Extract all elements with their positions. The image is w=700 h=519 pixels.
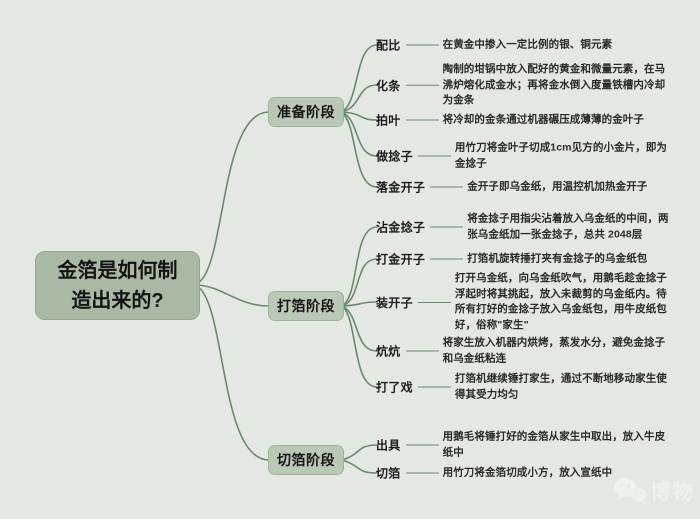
connector-line [341,301,378,307]
watermark-text: 博物 [650,481,694,504]
topic-desc: 在黄金中掺入一定比例的银、铜元素 [442,38,613,51]
topic-row: 落金开子 金开子即乌金纸，用温控机加热金开子 [376,179,672,196]
topic-connector-dash [405,44,439,46]
topic-connector-dash [405,472,439,474]
branch-label: 切箔阶段 [277,452,335,468]
connector-line [197,286,270,461]
topic-connector-dash [417,155,451,157]
topic-row: 做捻子 用竹刀将金叶子切成1cm见方的小金片，即为金捻子 [376,141,672,172]
topic-connector-dash [405,119,439,121]
topic-row: 打了戏 打箔机继续锤打家生，通过不断地移动家生使得其受力均匀 [376,372,672,403]
topic-desc: 陶制的坩锅中放入配好的黄金和微量元素，在马沸炉熔化成金水；再将金水倒入度量铁槽内… [442,62,666,106]
connector-line [341,305,378,352]
connector-line [340,111,378,157]
connector-line [341,305,378,388]
branch-label: 打箔阶段 [277,298,335,314]
connector-line [340,44,378,113]
connector-line [197,111,270,284]
topic-desc: 打开乌金纸，向乌金纸吹气，用鹅毛趁金捻子浮起时将其挑起，放入未裁剪的乌金纸内。待… [454,272,667,331]
topic-desc: 将冷却的金条通过机器碾压成薄薄的金叶子 [442,113,645,126]
topic-connector-dash [430,258,464,260]
root-topic: 金箔是如何制造出来的? [35,251,200,320]
topic-label: 装开子 [376,295,413,310]
topic-row: 切箔 用竹刀将金箔切成小方，放入宣纸中 [376,465,672,482]
topic-desc: 用竹刀将金箔切成小方，放入宣纸中 [442,466,613,479]
topic-connector-dash [430,226,464,228]
connector-line [341,444,378,461]
root-topic-label: 金箔是如何制造出来的? [57,259,178,312]
connector-line [340,111,378,188]
connector-line [341,459,378,474]
topic-label: 炕炕 [376,344,401,359]
watermark: 博物 [613,476,694,506]
branch-label: 准备阶段 [277,104,335,120]
topic-label: 切箔 [376,466,401,481]
topic-connector-dash [417,386,451,388]
topic-label: 化条 [376,78,401,93]
topic-row: 沾金捻子 将金捻子用指尖沾着放入乌金纸的中间，两张乌金纸加一张金捻子，总共 20… [376,212,672,243]
topic-desc: 用鹅毛将锤打好的金箔从家生中取出，放入牛皮纸中 [442,430,666,459]
topic-connector-dash [430,186,464,188]
topic-desc: 将金捻子用指尖沾着放入乌金纸的中间，两张乌金纸加一张金捻子，总共 2048层 [467,212,669,241]
branch-cutting-stage: 切箔阶段 [268,445,344,475]
topic-desc: 将家生放入机器内烘烤，蒸发水分，避免金捻子和乌金纸粘连 [442,336,666,365]
topic-row: 打金开子 打箔机旋转捶打夹有金捻子的乌金纸包 [376,251,672,268]
topic-desc: 打箔机继续锤打家生，通过不断地移动家生使得其受力均匀 [454,372,667,401]
connector-line [340,84,378,113]
topic-label: 打金开子 [376,252,426,267]
connector-line [341,226,378,307]
topic-connector-dash [405,84,439,86]
topic-label: 沾金捻子 [376,220,426,235]
topic-row: 出具 用鹅毛将锤打好的金箔从家生中取出，放入牛皮纸中 [376,430,672,461]
topic-connector-dash [405,444,439,446]
topic-connector-dash [405,350,439,352]
branch-beating-stage: 打箔阶段 [268,291,344,321]
connector-line [340,111,378,121]
connector-line [341,258,378,307]
topic-label: 打了戏 [376,380,413,395]
topic-desc: 金开子即乌金纸，用温控机加热金开子 [467,180,648,193]
topic-row: 拍叶 将冷却的金条通过机器碾压成薄薄的金叶子 [376,112,672,129]
topic-row: 装开子 打开乌金纸，向乌金纸吹气，用鹅毛趁金捻子浮起时将其挑起，放入未裁剪的乌金… [376,271,672,333]
wechat-icon [614,478,647,505]
topic-label: 拍叶 [376,113,401,128]
topic-row: 炕炕 将家生放入机器内烘烤，蒸发水分，避免金捻子和乌金纸粘连 [376,336,672,367]
topic-row: 化条 陶制的坩锅中放入配好的黄金和微量元素，在马沸炉熔化成金水；再将金水倒入度量… [376,62,672,109]
topic-label: 落金开子 [376,180,426,195]
topic-row: 配比 在黄金中掺入一定比例的银、铜元素 [376,37,672,54]
topic-label: 配比 [376,38,401,53]
topic-connector-dash [417,301,451,303]
topic-desc: 用竹刀将金叶子切成1cm见方的小金片，即为金捻子 [454,141,668,170]
branch-preparation-stage: 准备阶段 [268,97,344,127]
connector-line [197,284,270,307]
topic-label: 出具 [376,438,401,453]
topic-desc: 打箔机旋转捶打夹有金捻子的乌金纸包 [467,252,648,265]
topic-label: 做捻子 [376,149,413,164]
